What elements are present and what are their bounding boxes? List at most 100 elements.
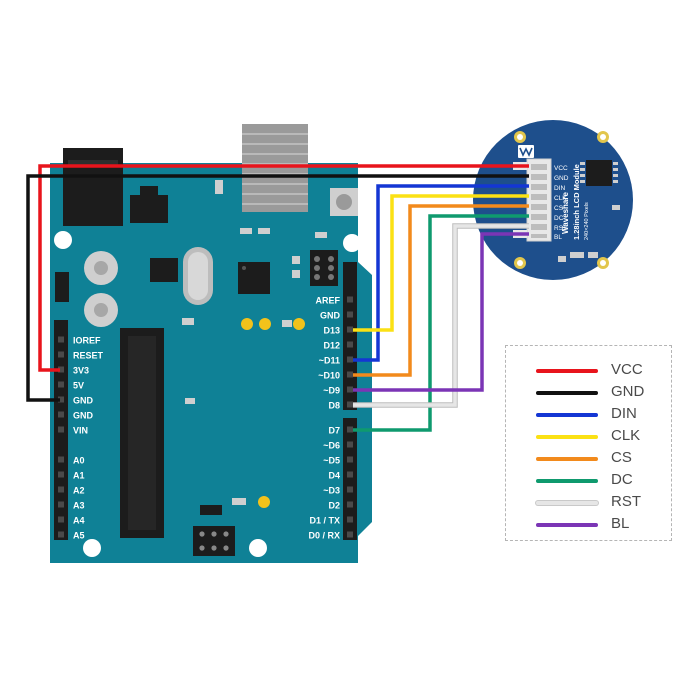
mount-hole — [343, 234, 361, 252]
board-pin-label-left: A3 — [73, 501, 85, 511]
header-pin — [58, 486, 64, 493]
legend-label: DC — [611, 471, 633, 488]
legend-item: BL — [506, 514, 671, 534]
wire-cs — [353, 204, 529, 377]
left-header — [54, 320, 68, 540]
board-pin-label-left: A4 — [73, 516, 85, 526]
mount-hole — [54, 231, 72, 249]
legend-swatch — [536, 369, 598, 373]
wire-vcc — [38, 164, 529, 372]
header-pin — [347, 356, 353, 363]
header-pin — [58, 351, 64, 358]
wire-gnd — [26, 174, 529, 402]
header-pin — [347, 456, 353, 463]
board-pin-label-right: ~D6 — [323, 441, 340, 451]
module-chip — [586, 160, 612, 186]
header-pin — [58, 501, 64, 508]
header-pin — [58, 516, 64, 523]
header-pin — [347, 516, 353, 523]
board-pin-label-right: D13 — [323, 326, 340, 336]
board-pin-label-left: A2 — [73, 486, 85, 496]
legend-item: DC — [506, 470, 671, 490]
module-pin-label: BL — [554, 234, 562, 241]
header-pin — [347, 501, 353, 508]
header-pin — [58, 411, 64, 418]
header-pin — [58, 531, 64, 538]
header-pin — [347, 326, 353, 333]
module-pin-label: DIN — [554, 185, 566, 192]
module-pin-label: GND — [554, 175, 569, 182]
legend-swatch — [536, 523, 598, 527]
board-pin-label-right: D2 — [328, 501, 340, 511]
wire-rst — [353, 224, 529, 407]
led — [259, 318, 271, 330]
header-pin — [347, 401, 353, 408]
board-pin-label-left: RESET — [73, 351, 104, 361]
module-pin-label: VCC — [554, 165, 568, 172]
legend-swatch — [536, 457, 598, 461]
module-pin-label: CS — [554, 205, 564, 212]
board-pin-label-left: IOREF — [73, 336, 101, 346]
legend-item: CS — [506, 448, 671, 468]
header-pin — [347, 371, 353, 378]
header-pin — [347, 386, 353, 393]
led — [293, 318, 305, 330]
legend-swatch — [536, 501, 598, 505]
legend-item: RST — [506, 492, 671, 512]
board-pin-label-right: D0 / RX — [308, 531, 340, 541]
wire-clk — [353, 194, 529, 332]
legend-swatch — [536, 479, 598, 483]
module-brand: Waveshare — [561, 192, 570, 235]
legend-label: DIN — [611, 405, 637, 422]
header-pin — [58, 366, 64, 373]
header-pin — [58, 426, 64, 433]
board-pin-label-left: A1 — [73, 471, 85, 481]
board-pin-label-right: D8 — [328, 401, 340, 411]
board-pin-label-right: AREF — [316, 296, 341, 306]
legend-label: GND — [611, 383, 645, 400]
legend-item: CLK — [506, 426, 671, 446]
board-pin-label-left: A0 — [73, 456, 85, 466]
board-pin-label-left: 3V3 — [73, 366, 89, 376]
usb-connector — [242, 124, 308, 212]
mount-hole — [83, 539, 101, 557]
led — [258, 496, 270, 508]
board-pin-label-right: D12 — [323, 341, 340, 351]
lcd-module: Waveshare 1.28inch LCD Module 240×240 Pi… — [473, 120, 633, 280]
mount-hole — [249, 539, 267, 557]
header-pin — [58, 396, 64, 403]
module-pin-label: CLK — [554, 195, 567, 202]
board-pin-label-right: ~D11 — [319, 356, 340, 366]
power-jack — [63, 148, 123, 226]
board-pin-label-right: ~D5 — [323, 456, 340, 466]
board-pin-label-right: ~D9 — [323, 386, 340, 396]
icsp-header — [193, 526, 235, 556]
board-pin-label-right: ~D3 — [323, 486, 340, 496]
board-pin-label-left: GND — [73, 396, 94, 406]
legend-item: GND — [506, 382, 671, 402]
waveshare-logo — [518, 145, 534, 158]
header-pin — [347, 531, 353, 538]
board-pin-label-left: VIN — [73, 426, 88, 436]
header-pin — [347, 311, 353, 318]
legend-label: RST — [611, 493, 641, 510]
header-pin — [58, 336, 64, 343]
header-pin — [58, 381, 64, 388]
module-subtitle: 240×240 Pixels — [584, 202, 590, 240]
right-pin-labels: AREFGNDD13D12~D11~D10~D9D8D7~D6~D5D4~D3D… — [308, 296, 340, 541]
legend-swatch — [536, 435, 598, 439]
led — [241, 318, 253, 330]
wire-din — [353, 184, 529, 362]
header-pin — [58, 471, 64, 478]
header-pin — [347, 486, 353, 493]
board-pin-label-right: ~D10 — [318, 371, 340, 381]
header-pin — [347, 341, 353, 348]
wires — [26, 164, 529, 432]
legend-label: BL — [611, 515, 630, 532]
header-pin — [347, 296, 353, 303]
legend-label: CS — [611, 449, 632, 466]
module-pin-label: RST — [554, 225, 567, 232]
